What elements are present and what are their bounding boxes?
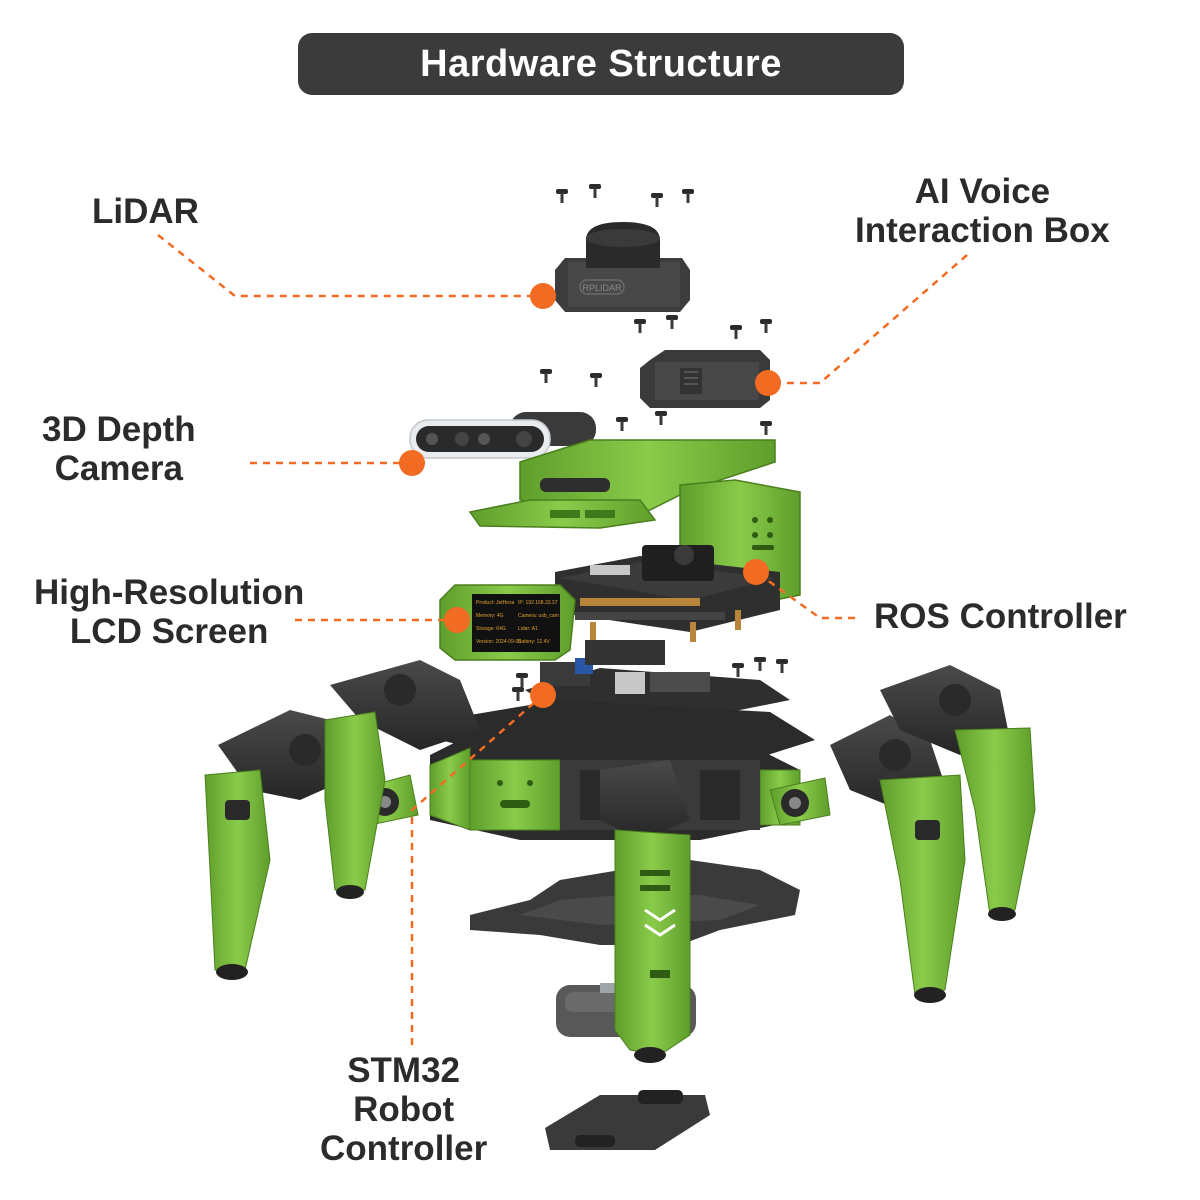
page-title: Hardware Structure bbox=[298, 33, 904, 95]
callout-dot-stm32 bbox=[530, 682, 556, 708]
label-lidar: LiDAR bbox=[92, 192, 199, 231]
label-ros-controller: ROS Controller bbox=[874, 597, 1127, 636]
lcd-text-line: Battery: 12.4V bbox=[518, 639, 550, 645]
lcd-text-line: IP: 192.168.33.37 bbox=[518, 600, 558, 606]
label-lcd-screen: High-Resolution LCD Screen bbox=[34, 573, 305, 651]
bottom-cover bbox=[545, 1090, 710, 1150]
leg-front-right bbox=[769, 715, 966, 1003]
lidar-module: RPLIDAR bbox=[555, 222, 690, 312]
ai-voice-box-module bbox=[640, 350, 770, 408]
label-ai-voice-box: AI Voice Interaction Box bbox=[855, 172, 1110, 250]
callout-dots bbox=[399, 283, 781, 708]
label-depth-camera: 3D Depth Camera bbox=[42, 410, 196, 488]
lcd-text-line: Product: JetHexa bbox=[476, 600, 515, 606]
lcd-screen-module: Product: JetHexa IP: 192.168.33.37 Memor… bbox=[439, 584, 576, 661]
leader-line-lidar bbox=[157, 234, 543, 298]
lcd-text-line: Lidar: A1 bbox=[518, 626, 538, 632]
lcd-text-line: Camera: usb_cam bbox=[518, 613, 559, 619]
callout-dot-lcd bbox=[444, 607, 470, 633]
callout-dot-depth-camera bbox=[399, 450, 425, 476]
leg-front-left bbox=[204, 710, 419, 980]
depth-camera-module bbox=[409, 412, 600, 460]
top-frame-plate bbox=[468, 439, 776, 529]
callout-dot-ai-voice bbox=[755, 370, 781, 396]
label-stm32-controller: STM32 Robot Controller bbox=[320, 1051, 488, 1168]
leg-mid-left bbox=[324, 660, 480, 899]
lcd-text-line: Memory: 4G bbox=[476, 613, 504, 619]
leader-lines bbox=[157, 234, 968, 1045]
callout-dot-ros bbox=[743, 559, 769, 585]
callout-dot-lidar bbox=[530, 283, 556, 309]
leg-mid-right bbox=[880, 665, 1036, 921]
lcd-text-line: Storage: 64G bbox=[476, 626, 506, 632]
lidar-brand-text: RPLIDAR bbox=[582, 283, 622, 293]
leg-front-center bbox=[600, 760, 691, 1063]
leader-line-ai-voice bbox=[768, 254, 968, 385]
lcd-text-line: Version: 2024-09-06 bbox=[476, 639, 521, 645]
leader-line-stm32 bbox=[410, 694, 544, 1045]
ros-controller-board bbox=[555, 545, 780, 642]
